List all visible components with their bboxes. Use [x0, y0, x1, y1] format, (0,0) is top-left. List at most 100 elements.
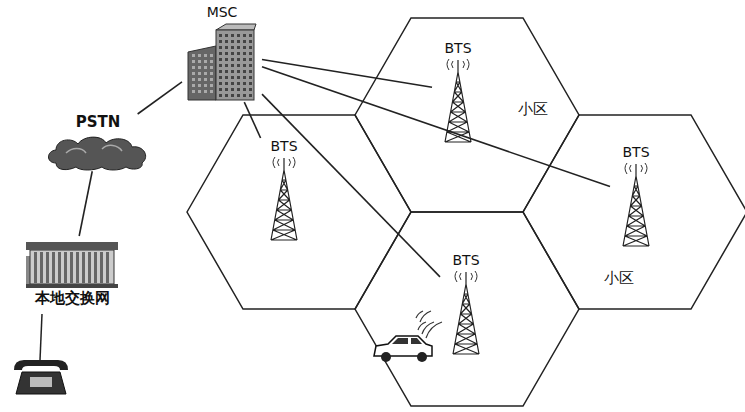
building-column	[34, 252, 37, 283]
building-window	[237, 94, 240, 97]
pstn-cloud: PSTN	[42, 114, 154, 171]
exch-picture	[26, 236, 118, 288]
cloud-shape	[49, 137, 146, 170]
node-label: BTS	[452, 252, 479, 268]
building-window	[198, 78, 201, 81]
building-window	[237, 64, 240, 67]
link-line	[262, 67, 610, 187]
link-line	[79, 171, 92, 236]
cell-hexagon	[355, 212, 579, 406]
car-window	[411, 338, 422, 344]
building-window	[225, 52, 228, 55]
building-column	[76, 252, 79, 283]
building-window	[237, 52, 240, 55]
node-label: 小区	[518, 101, 548, 118]
bts-tower: BTS	[432, 40, 484, 143]
bts-picture	[262, 156, 306, 241]
building-window	[243, 94, 246, 97]
building-column	[70, 252, 73, 283]
building-window	[210, 78, 213, 81]
building-window	[231, 34, 234, 37]
bts-tower: BTS	[258, 138, 310, 241]
building-window	[231, 70, 234, 73]
building-window	[231, 46, 234, 49]
building-window	[225, 34, 228, 37]
antenna-signal	[447, 59, 469, 70]
bts-picture	[444, 270, 488, 355]
building-window	[249, 40, 252, 43]
building-column	[82, 252, 85, 283]
building-ground	[26, 284, 118, 288]
building-window	[243, 76, 246, 79]
building-window	[192, 60, 195, 63]
building-window	[198, 54, 201, 57]
building-column	[52, 252, 55, 283]
building-window	[204, 90, 207, 93]
building-column	[58, 252, 61, 283]
building-window	[237, 58, 240, 61]
building-window	[192, 90, 195, 93]
building-window	[219, 94, 222, 97]
building-window	[231, 64, 234, 67]
car-wheel	[417, 352, 427, 362]
building-window	[231, 58, 234, 61]
bts-picture	[436, 58, 480, 143]
building-column	[40, 252, 43, 283]
bts-tower: BTS	[440, 252, 492, 355]
building-window	[204, 66, 207, 69]
building-window	[225, 46, 228, 49]
building-window	[225, 40, 228, 43]
building-window	[219, 76, 222, 79]
link-line	[138, 82, 182, 114]
building-window	[249, 46, 252, 49]
building-window	[249, 58, 252, 61]
building-window	[237, 46, 240, 49]
building-window	[237, 88, 240, 91]
building-window	[219, 64, 222, 67]
antenna-signal	[455, 271, 477, 282]
cell-hexagon	[523, 115, 745, 309]
building-window	[210, 90, 213, 93]
building-window	[204, 78, 207, 81]
node-label: BTS	[444, 40, 471, 56]
building-column	[100, 252, 103, 283]
building-window	[243, 64, 246, 67]
node-label: MSC	[207, 4, 238, 20]
building-window	[204, 60, 207, 63]
bts-tower: BTS	[610, 144, 662, 247]
building-window	[249, 34, 252, 37]
building-window	[219, 52, 222, 55]
building-window	[243, 40, 246, 43]
telephone-handset	[14, 360, 68, 370]
building-window	[237, 76, 240, 79]
building-window	[219, 40, 222, 43]
building-block	[216, 30, 254, 100]
radio-waves	[416, 311, 442, 338]
building-window	[231, 88, 234, 91]
node-label: 小区	[604, 270, 634, 287]
building-window	[204, 54, 207, 57]
building-block	[30, 250, 114, 284]
node-label: BTS	[270, 138, 297, 154]
building-window	[249, 52, 252, 55]
building-window	[237, 82, 240, 85]
building-column	[64, 252, 67, 283]
building-window	[225, 82, 228, 85]
msc-building: MSC	[182, 4, 262, 102]
car-window	[392, 338, 408, 344]
building-window	[231, 94, 234, 97]
building-window	[225, 94, 228, 97]
building-window	[198, 72, 201, 75]
tower-lattice	[271, 158, 297, 240]
building-window	[225, 88, 228, 91]
cell-hexagon: BTS 小区	[523, 115, 745, 309]
building-window	[225, 76, 228, 79]
local-exchange: 本地交换网	[22, 236, 122, 307]
building-window	[231, 40, 234, 43]
building-window	[249, 82, 252, 85]
building-window	[219, 34, 222, 37]
telephone-base	[16, 372, 66, 394]
antenna-signal	[625, 163, 647, 174]
building-window	[231, 76, 234, 79]
building-window	[219, 70, 222, 73]
